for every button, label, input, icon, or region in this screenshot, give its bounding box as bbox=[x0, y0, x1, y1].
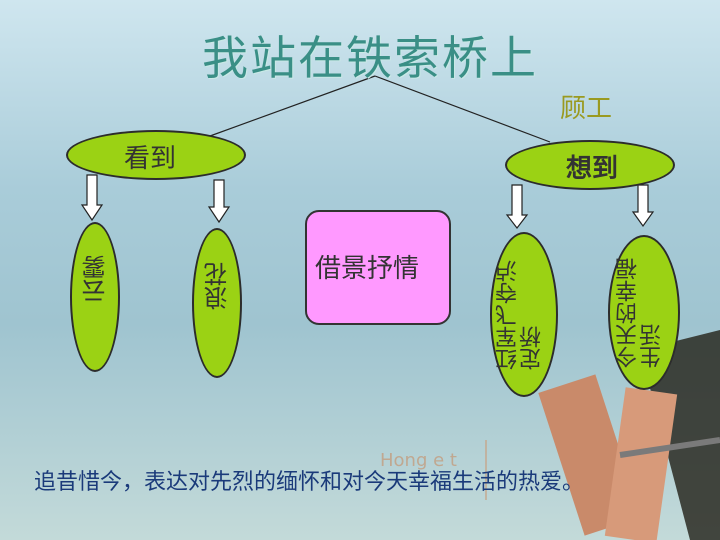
summary-text: 追昔惜今，表达对先烈的缅怀和对今天幸福生活的热爱。 bbox=[34, 470, 585, 495]
center-theme-box bbox=[305, 210, 451, 325]
node-think bbox=[505, 140, 675, 190]
node-waves-label: 浪花 bbox=[204, 262, 232, 310]
node-clouds-label: 云雾 bbox=[82, 255, 110, 303]
node-red-army bbox=[490, 232, 558, 397]
watermark: Hong e t bbox=[380, 450, 457, 471]
node-happy-life-label: 今天的幸福生活 bbox=[616, 258, 665, 368]
node-waves bbox=[192, 228, 242, 378]
node-happy-life bbox=[608, 235, 680, 390]
node-red-army-label: 红军飞夺泸定桥 bbox=[496, 260, 545, 370]
node-think-label: 想到 bbox=[566, 154, 619, 184]
node-see-label: 看到 bbox=[124, 144, 177, 174]
slide-title: 我站在铁索桥上 bbox=[202, 31, 538, 85]
center-theme-label: 借景抒情 bbox=[315, 254, 420, 284]
node-see bbox=[66, 130, 246, 180]
node-clouds bbox=[70, 222, 120, 372]
author-name: 顾工 bbox=[560, 94, 613, 124]
